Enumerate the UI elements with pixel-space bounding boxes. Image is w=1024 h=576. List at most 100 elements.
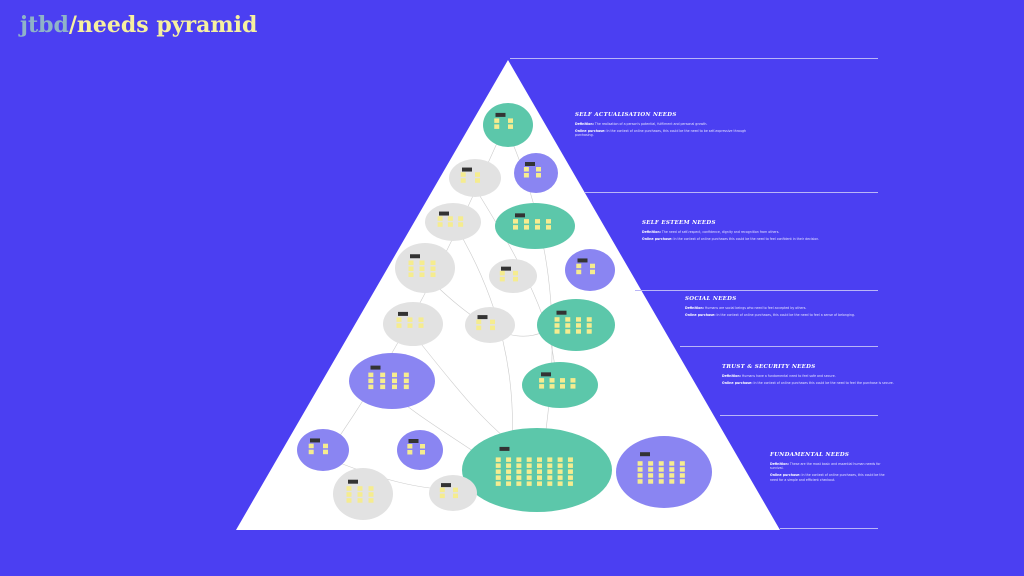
sticky-note <box>565 329 571 334</box>
sticky-note <box>508 124 513 129</box>
cluster-label <box>462 167 472 172</box>
sticky-note <box>523 173 529 178</box>
cluster-label <box>398 311 408 316</box>
sticky-note <box>407 323 413 328</box>
sticky-note <box>516 457 522 462</box>
sticky-note <box>637 467 643 472</box>
sticky-note <box>495 463 501 468</box>
cluster-label <box>556 310 567 315</box>
cluster-label <box>441 483 451 488</box>
sticky-note <box>499 276 505 282</box>
sticky-note <box>495 457 501 462</box>
sticky-note <box>539 384 545 389</box>
sticky-note <box>380 378 386 384</box>
sticky-note <box>447 216 453 221</box>
sticky-note <box>346 498 352 503</box>
sticky-notes <box>308 112 685 503</box>
sticky-note <box>407 317 413 322</box>
pyramid-shape <box>236 60 780 530</box>
sticky-note <box>368 486 374 491</box>
cluster-label <box>640 452 650 457</box>
sticky-note <box>476 319 482 325</box>
sticky-note <box>308 443 314 449</box>
sticky-note <box>346 486 352 491</box>
cluster <box>395 243 455 293</box>
sticky-note <box>420 444 425 449</box>
cluster-label <box>410 254 420 259</box>
sticky-note <box>460 172 466 177</box>
divider <box>780 528 878 529</box>
sticky-note <box>546 225 551 230</box>
section-social: SOCIAL NEEDS Definition: Humans are soci… <box>685 296 855 318</box>
sticky-note <box>669 479 675 484</box>
sticky-note <box>430 272 436 277</box>
divider <box>635 290 878 291</box>
sticky-note <box>458 222 464 227</box>
sticky-note <box>537 469 542 474</box>
sticky-note <box>513 270 518 276</box>
sticky-note <box>590 269 595 275</box>
sticky-note <box>560 378 565 383</box>
sticky-note <box>323 443 328 449</box>
sticky-note <box>437 222 443 227</box>
divider <box>585 192 878 193</box>
sticky-note <box>346 492 352 497</box>
sticky-note <box>567 457 573 462</box>
sticky-note <box>494 124 500 129</box>
sticky-note <box>403 372 409 378</box>
sticky-note <box>523 167 529 172</box>
sticky-note <box>407 444 413 449</box>
sticky-note <box>658 461 664 466</box>
divider <box>680 346 878 347</box>
sticky-note <box>513 225 518 230</box>
sticky-note <box>499 270 505 276</box>
sticky-note <box>586 323 592 328</box>
sticky-note <box>524 225 529 230</box>
sticky-note <box>524 219 529 224</box>
sticky-note <box>475 178 480 183</box>
sticky-note <box>586 329 592 334</box>
sticky-note <box>392 378 397 384</box>
cluster <box>429 475 477 511</box>
sticky-note <box>506 457 512 462</box>
sticky-note <box>396 317 402 322</box>
sticky-note <box>567 481 573 486</box>
sticky-note <box>516 475 522 480</box>
cluster-label <box>525 162 535 166</box>
sticky-note <box>357 498 363 503</box>
sticky-note <box>679 479 685 484</box>
sticky-note <box>557 457 563 462</box>
sticky-note <box>403 384 409 390</box>
sticky-note <box>526 469 532 474</box>
sticky-note <box>669 461 675 466</box>
cluster <box>383 302 443 346</box>
sticky-note <box>549 378 555 383</box>
sticky-note <box>679 467 685 472</box>
sticky-note <box>557 475 563 480</box>
sticky-note <box>554 317 560 322</box>
sticky-note <box>368 378 374 384</box>
sticky-note <box>458 216 464 221</box>
sticky-note <box>549 384 555 389</box>
sticky-note <box>567 463 573 468</box>
sticky-note <box>380 384 386 390</box>
sticky-note <box>560 384 565 389</box>
sticky-note <box>408 266 414 271</box>
sticky-note <box>554 323 560 328</box>
sticky-note <box>669 473 675 478</box>
sticky-note <box>368 498 374 503</box>
sticky-note <box>506 463 512 468</box>
sticky-note <box>547 475 553 480</box>
sticky-note <box>679 461 685 466</box>
sticky-note <box>590 263 595 269</box>
sticky-note <box>586 317 592 322</box>
sticky-note <box>506 475 512 480</box>
sticky-note <box>536 173 541 178</box>
sticky-note <box>557 481 563 486</box>
sticky-note <box>547 481 553 486</box>
sticky-note <box>576 263 582 269</box>
sticky-note <box>637 461 643 466</box>
sticky-note <box>565 323 571 328</box>
sticky-note <box>453 493 458 499</box>
cluster-label <box>499 446 510 451</box>
